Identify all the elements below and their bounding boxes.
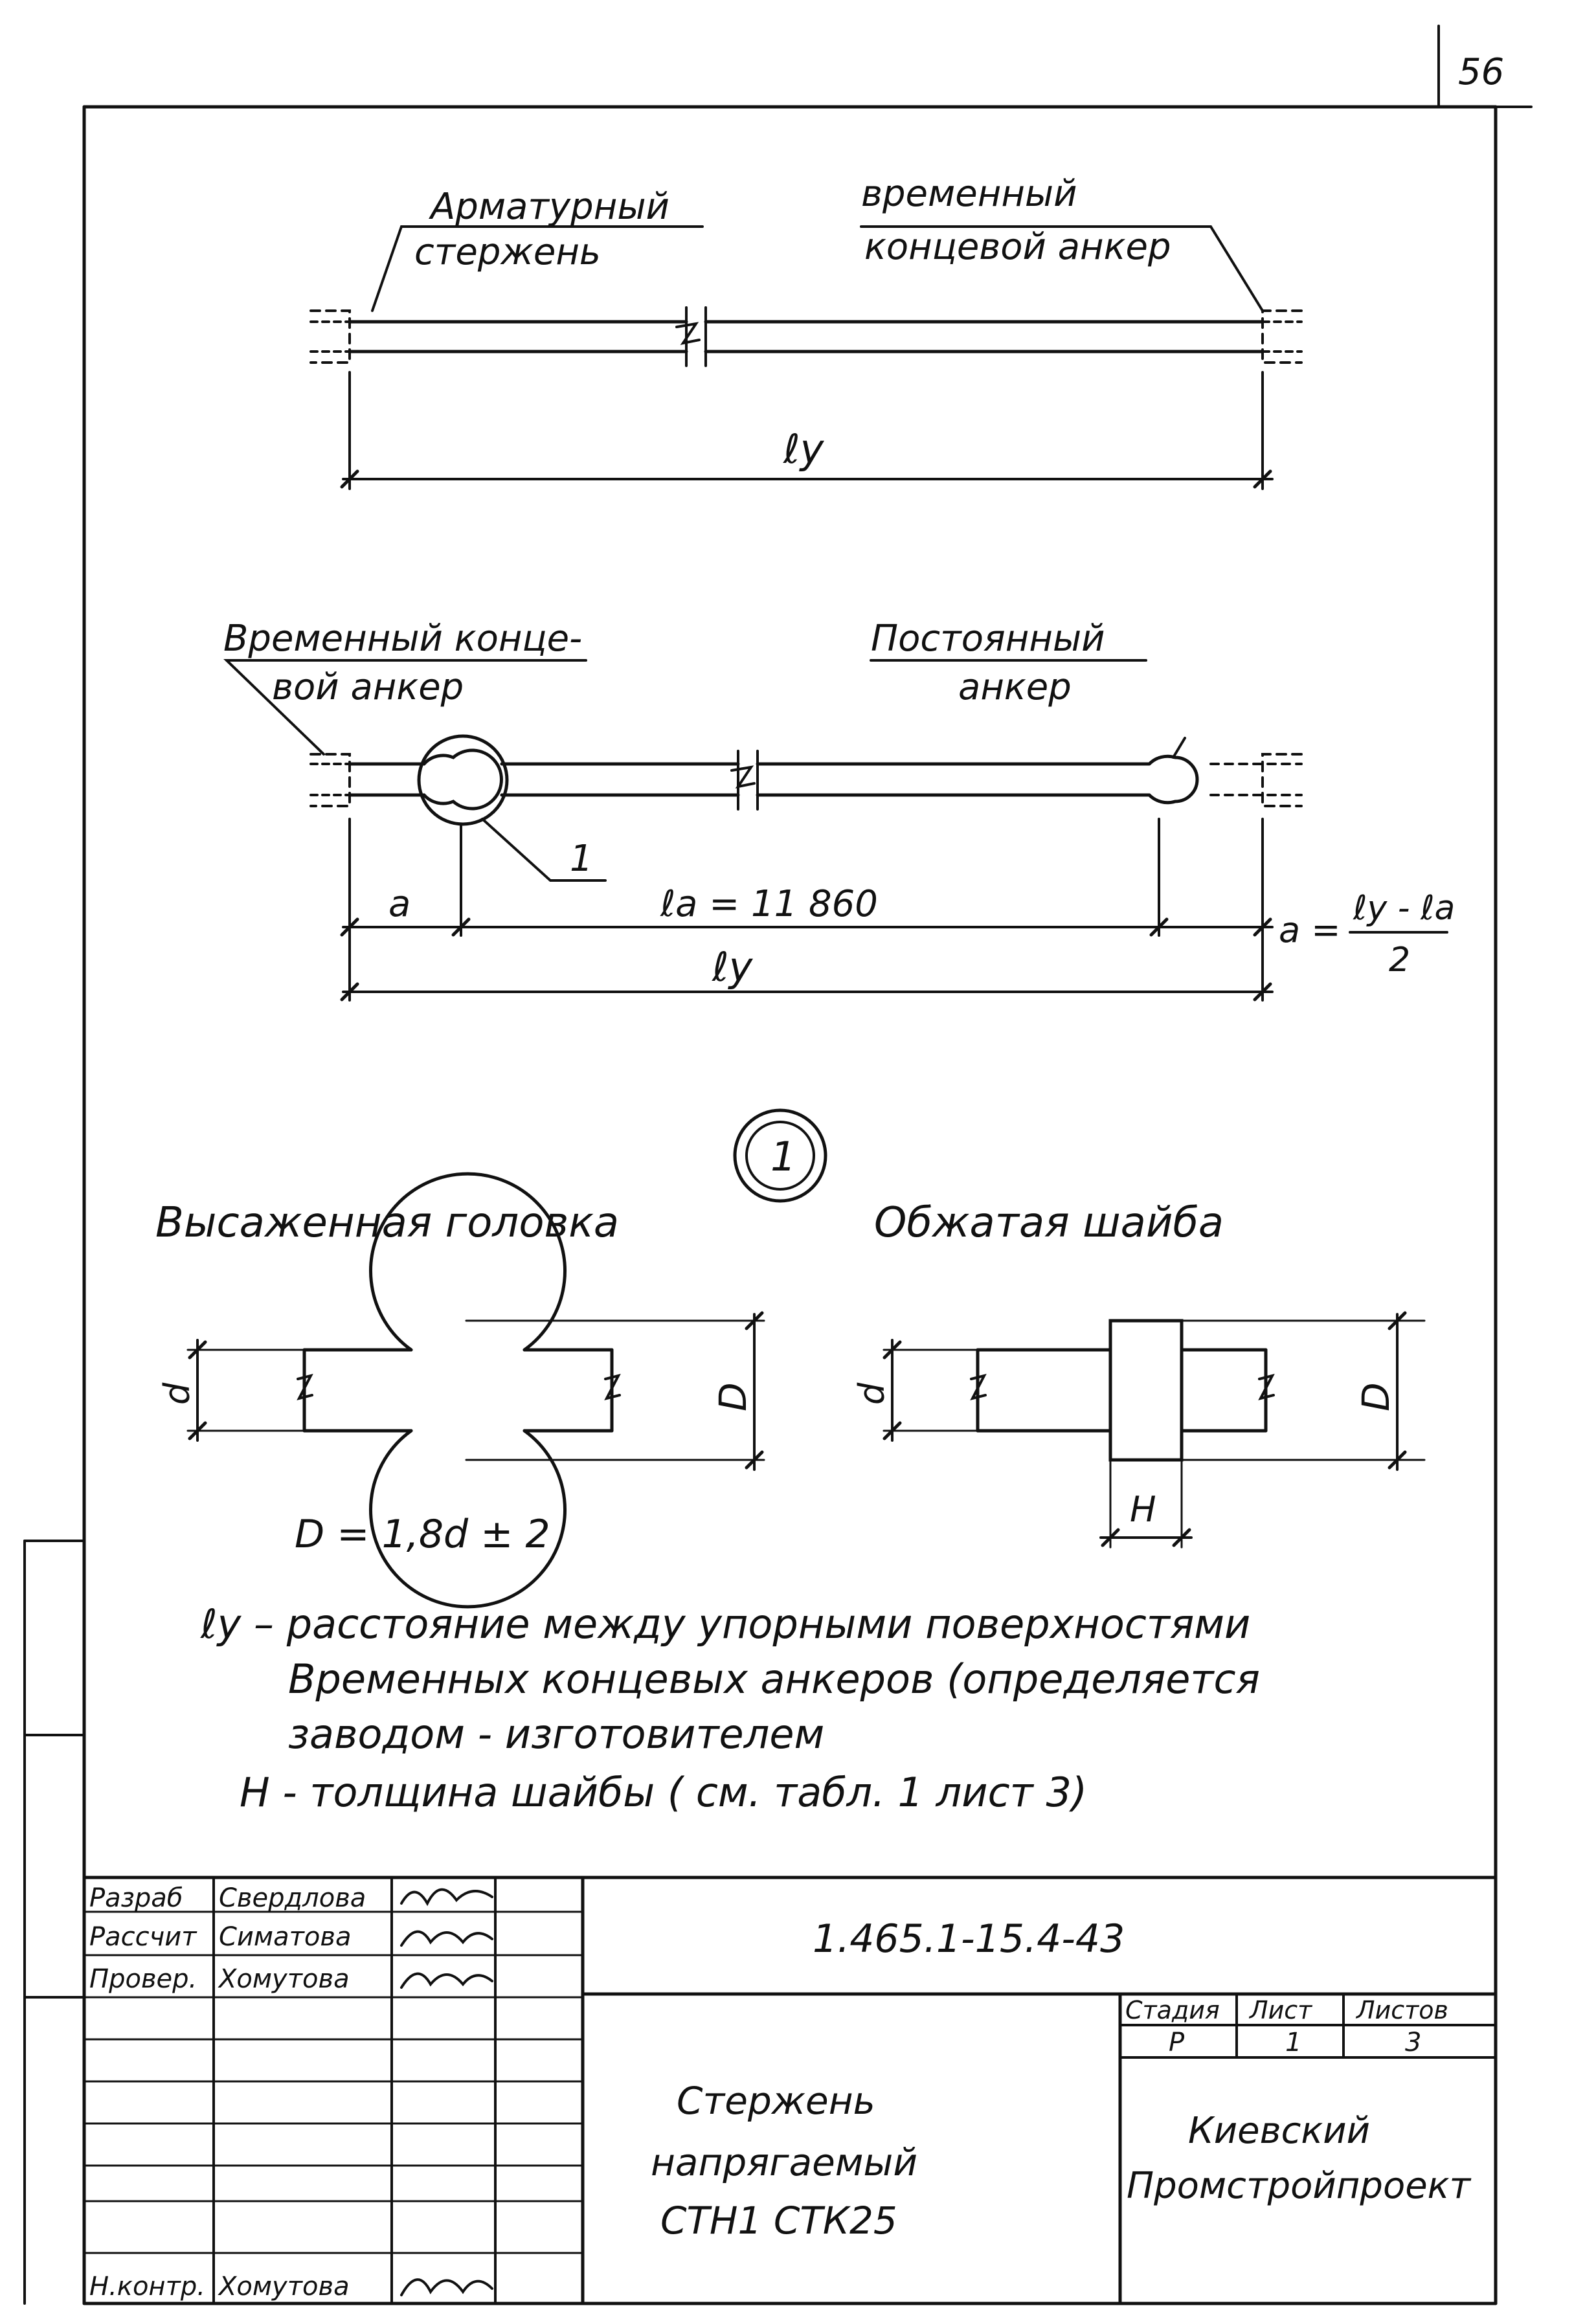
name-developer: Свердлова (219, 1883, 366, 1913)
drawing-title-line2: напрягаемый (651, 2140, 917, 2184)
role-calculator: Рассчит (89, 1922, 197, 1952)
organization-line2: Промстройпроект (1127, 2165, 1471, 2207)
organization-line1: Киевский (1188, 2110, 1370, 2152)
detail-dim-D-right: D (1354, 1382, 1398, 1411)
note-line-3: заводом - изготовителем (288, 1710, 824, 1758)
detail-marker-1-number: 1 (770, 1133, 796, 1180)
title-block (82, 1876, 1498, 2305)
role-developer: Разраб (89, 1883, 183, 1913)
detail-marker-1 (733, 1108, 827, 1203)
label-permanent-anchor-line2: анкер (958, 666, 1072, 708)
header-sheets: Листов (1355, 1996, 1448, 2024)
sheet-frame (23, 25, 1533, 2305)
drawing-title-line3: СТН1 СТК25 (660, 2199, 897, 2243)
note-line-1: ℓу – расстояние между упорными поверхнос… (200, 1600, 1250, 1648)
drawing-title-line1: Стержень (677, 2079, 875, 2123)
label-temporary-anchor-2-line1: Временный конце- (223, 618, 582, 660)
name-checker: Хомутова (218, 1964, 350, 1994)
label-temporary-anchor-line2: концевой анкер (864, 226, 1171, 268)
detail-dim-D-left: D (711, 1382, 755, 1411)
label-temporary-anchor-line1: временный (861, 173, 1077, 215)
note-line-2: Временных концевых анкеров (определяется (288, 1655, 1260, 1703)
name-norm-control: Хомутова (218, 2272, 350, 2302)
page-number: 56 (1458, 51, 1504, 93)
formula-a-denominator: 2 (1389, 941, 1410, 980)
figure-bar-permanent-anchor (223, 659, 1448, 1002)
role-checker: Провер. (89, 1964, 197, 1994)
dimension-a: a (388, 883, 410, 925)
dimension-ly-bottom: ℓу (712, 943, 754, 991)
detail-crimped-washer (882, 1311, 1426, 1549)
label-reinforcing-bar-line2: стержень (414, 231, 601, 273)
detail-dim-d-left: d (157, 1382, 197, 1405)
formula-a-lhs: a = (1279, 910, 1341, 950)
formula-a-numerator: ℓу - ℓa (1353, 889, 1455, 928)
label-permanent-anchor-line1: Постоянный (871, 618, 1105, 660)
dimension-ly-top: ℓу (783, 425, 825, 473)
role-norm-control: Н.контр. (89, 2272, 205, 2302)
detail-formula-D: D = 1,8d ± 2 (295, 1512, 550, 1557)
note-line-4: Н - толщина шайбы ( см. табл. 1 лист 3) (240, 1769, 1087, 1816)
dimension-la: ℓa = 11 860 (660, 883, 878, 925)
label-temporary-anchor-2-line2: вой анкер (272, 666, 464, 708)
document-code: 1.465.1-15.4-43 (813, 1916, 1125, 1962)
figure-bar-temporary-anchors (309, 225, 1303, 490)
detail-dim-d-right: d (851, 1382, 892, 1405)
detail-title-crimped-washer: Обжатая шайба (874, 1199, 1224, 1247)
name-calculator: Симатова (219, 1922, 351, 1952)
value-sheet: 1 (1285, 2028, 1301, 2057)
value-stage: Р (1169, 2028, 1185, 2057)
detail-upset-head (186, 1172, 765, 1609)
header-stage: Стадия (1125, 1996, 1220, 2024)
header-sheet: Лист (1248, 1996, 1313, 2024)
label-reinforcing-bar-line1: Арматурный (429, 186, 669, 228)
detail-dim-H: H (1130, 1489, 1156, 1530)
detail-title-upset-head: Высаженная головка (155, 1199, 619, 1247)
value-sheets: 3 (1405, 2028, 1421, 2057)
signature-scribbles (400, 1888, 493, 2296)
callout-1: 1 (570, 838, 593, 880)
